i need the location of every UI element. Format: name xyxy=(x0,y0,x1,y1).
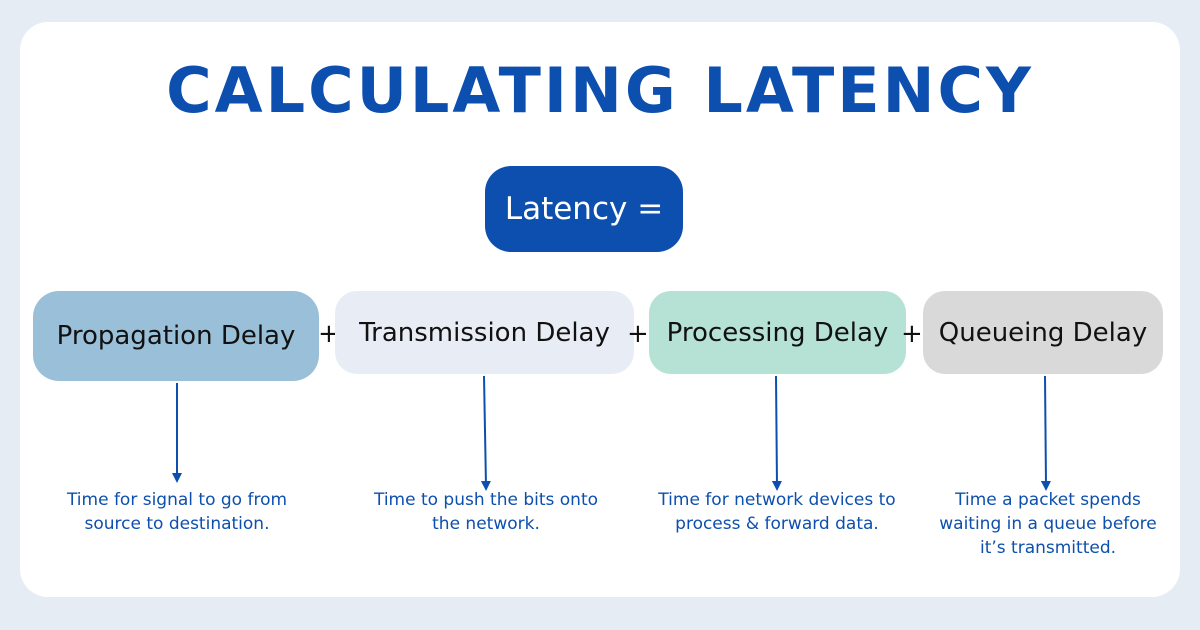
term-label-transmission: Transmission Delay xyxy=(359,317,610,348)
term-processing-delay: Processing Delay xyxy=(649,291,906,374)
arrow-queueing xyxy=(1040,375,1051,491)
term-label-propagation: Propagation Delay xyxy=(56,321,296,351)
latency-formula-box: Latency = xyxy=(485,166,683,252)
arrow-processing xyxy=(771,375,782,491)
term-propagation-delay: Propagation Delay xyxy=(33,291,319,381)
plus-operator-3: + xyxy=(901,319,923,349)
term-queueing-delay: Queueing Delay xyxy=(923,291,1163,374)
term-label-processing: Processing Delay xyxy=(666,317,889,348)
latency-formula-label: Latency = xyxy=(504,191,664,227)
description-queueing: Time a packet spends waiting in a queue … xyxy=(939,490,1157,558)
plus-operator-2: + xyxy=(627,319,649,349)
description-processing: Time for network devices to process & fo… xyxy=(658,490,896,534)
description-transmission: Time to push the bits onto the network. xyxy=(373,490,599,534)
arrow-transmission xyxy=(480,375,491,491)
description-propagation: Time for signal to go from source to des… xyxy=(66,490,288,534)
page-title: CALCULATING LATENCY xyxy=(166,54,1034,127)
term-label-queueing: Queueing Delay xyxy=(938,317,1148,348)
plus-operator-1: + xyxy=(318,319,340,349)
term-transmission-delay: Transmission Delay xyxy=(335,291,634,374)
